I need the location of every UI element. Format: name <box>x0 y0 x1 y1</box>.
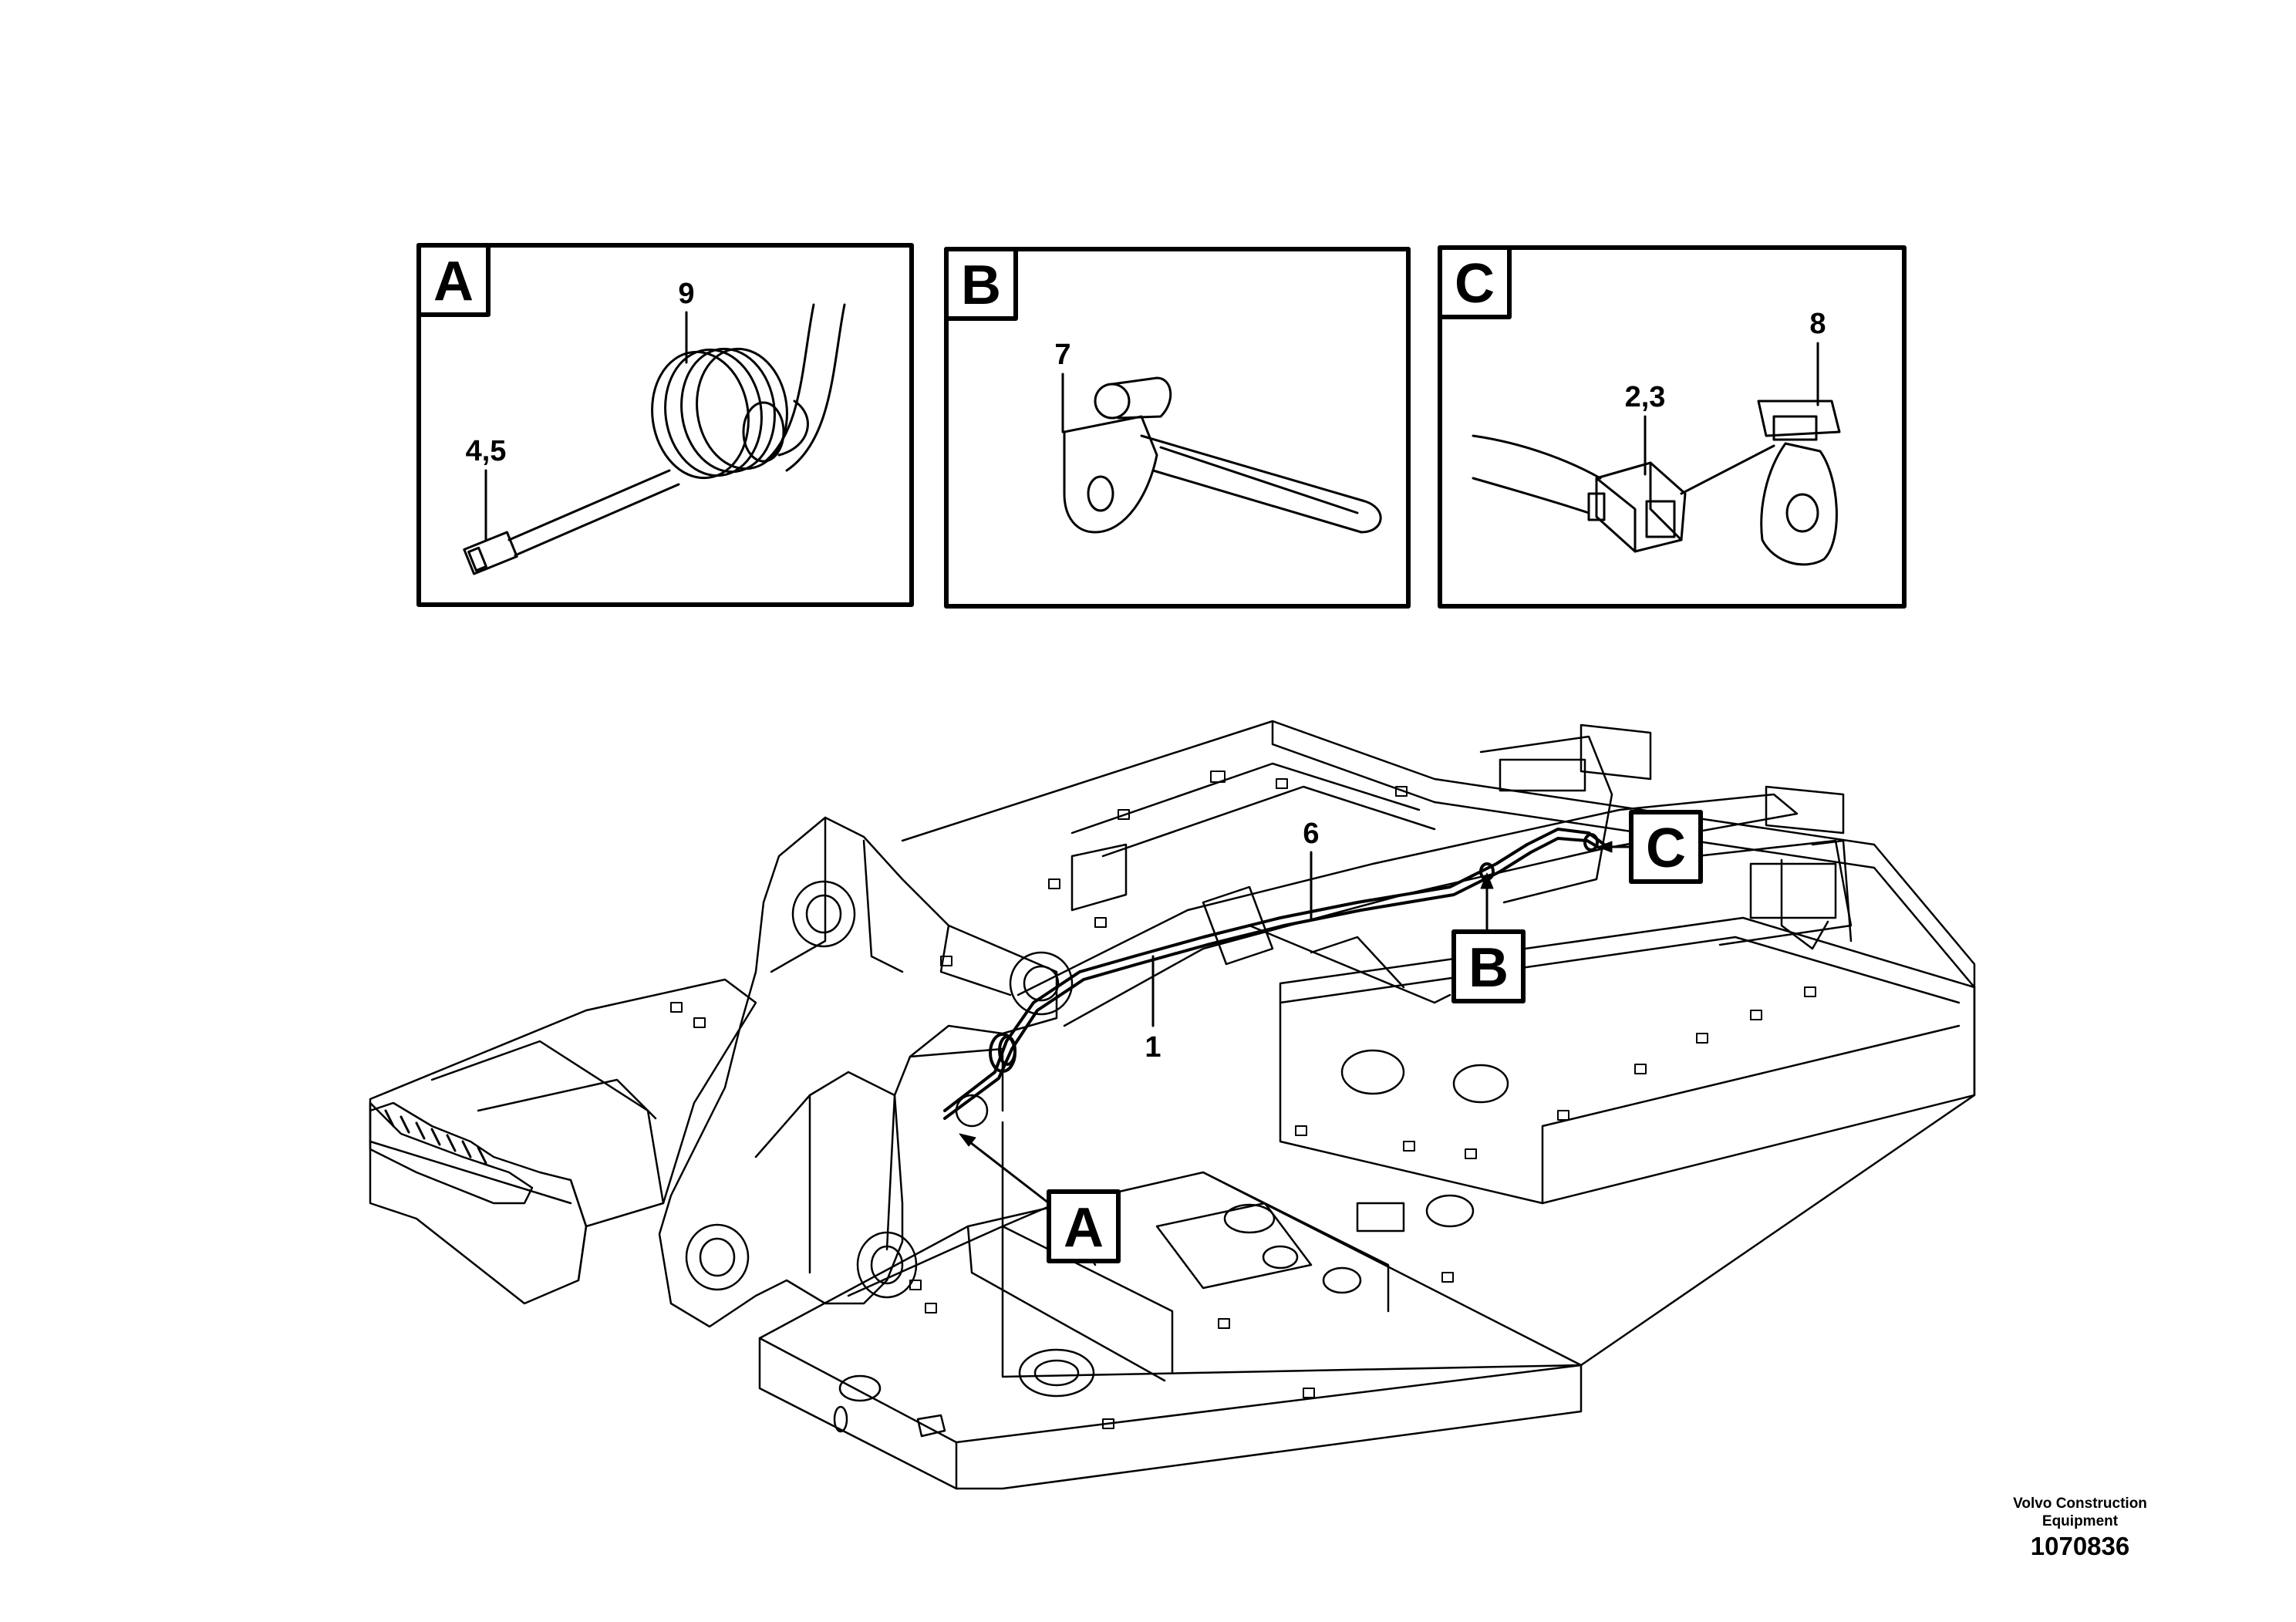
pointer-arrow-a <box>959 1133 976 1147</box>
main-wire-harness <box>943 828 1606 1120</box>
detail-b-letter: B <box>961 255 1001 316</box>
callout-8: 8 <box>1809 308 1826 340</box>
main-pointer-box-b <box>1451 929 1526 1003</box>
callout-6: 6 <box>1303 818 1319 850</box>
connector-bracket-drawing <box>1757 400 1841 566</box>
detail-a-letter-box <box>416 243 491 317</box>
callout-1: 1 <box>1145 1031 1161 1064</box>
right-side-frame <box>1279 916 1976 1205</box>
boom-foot-bracket <box>658 816 1058 1328</box>
wire-harness-drawing <box>1472 434 1602 514</box>
main-pointer-box-a <box>1047 1189 1121 1263</box>
detail-panel-a <box>416 243 914 607</box>
pointer-line-a <box>963 1136 1050 1205</box>
pointer-arrow-b <box>1480 872 1494 889</box>
detail-panel-b <box>944 247 1411 609</box>
main-frame-view <box>369 720 1976 1490</box>
callout-2-3: 2,3 <box>1625 381 1666 413</box>
detail-c-letter: C <box>1455 253 1495 315</box>
detail-c-letter-box <box>1438 245 1512 319</box>
detail-b-letter-box <box>944 247 1018 321</box>
step-ladder <box>369 1101 534 1205</box>
detail-panel-c <box>1438 245 1907 609</box>
document-number: 1070836 <box>2030 1532 2130 1560</box>
callout-7: 7 <box>1054 339 1070 371</box>
callout-4-5: 4,5 <box>466 435 507 467</box>
cable-clamp-drawing <box>1063 376 1382 534</box>
main-pointer-box-c <box>1629 810 1703 884</box>
brand-line-1: Volvo Construction <box>2013 1496 2147 1512</box>
leader-line-connector-bracket <box>1680 444 1775 495</box>
cable-with-plug-drawing <box>463 469 680 575</box>
detail-a-letter: A <box>433 251 474 312</box>
grommet-coil-drawing <box>651 303 846 480</box>
hardware-markers <box>670 771 1816 1429</box>
callout-9: 9 <box>678 278 694 310</box>
main-pointer-letter-c: C <box>1646 818 1686 879</box>
left-walkway <box>369 978 757 1305</box>
connector-drawing <box>1587 461 1687 553</box>
main-pointer-letter-b: B <box>1468 937 1509 999</box>
pointer-arrow-c <box>1597 841 1613 853</box>
brand-caption: Volvo Construction Equipment <box>2013 1495 2147 1530</box>
front-lower-frame <box>758 1171 1583 1490</box>
main-pointer-letter-a: A <box>1064 1197 1104 1259</box>
brand-line-2: Equipment <box>2041 1513 2119 1529</box>
rear-frame-outline <box>901 720 1976 1378</box>
